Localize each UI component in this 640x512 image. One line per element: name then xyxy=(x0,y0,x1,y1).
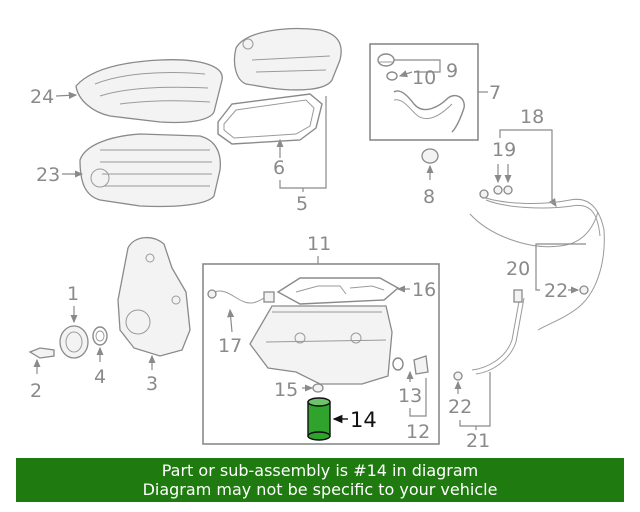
callout-22b: 22 xyxy=(448,396,472,418)
callout-14: 14 xyxy=(350,408,377,432)
bracket-21 xyxy=(459,372,491,427)
bracket-12 xyxy=(409,378,427,417)
callout-1: 1 xyxy=(67,283,79,305)
callout-18: 18 xyxy=(520,106,544,128)
balancer-part[interactable] xyxy=(59,325,89,359)
bracket-18 xyxy=(499,129,553,200)
valve-cover-gasket-part[interactable] xyxy=(217,93,323,145)
callout-2: 2 xyxy=(30,380,42,402)
plug-part[interactable] xyxy=(421,148,439,164)
intake-manifold-part[interactable] xyxy=(79,133,221,208)
pcv-hose-part[interactable] xyxy=(393,90,465,133)
bracket-20b xyxy=(535,268,540,291)
drain-plug-part[interactable] xyxy=(312,383,324,393)
dipstick-tube-part[interactable] xyxy=(469,185,605,331)
oil-level-sensor-part[interactable] xyxy=(207,289,275,304)
callout-24: 24 xyxy=(30,86,54,108)
callout-15: 15 xyxy=(274,379,298,401)
leader-18 xyxy=(549,198,557,207)
callout-10: 10 xyxy=(412,67,436,89)
valve-cover-part[interactable] xyxy=(233,27,342,91)
oil-pan-box xyxy=(202,263,440,445)
callout-7: 7 xyxy=(489,82,501,104)
callout-9: 9 xyxy=(446,60,458,82)
callout-21: 21 xyxy=(466,430,490,452)
bracket-20a xyxy=(535,243,586,268)
callout-19: 19 xyxy=(492,139,516,161)
pan-bolt-part[interactable] xyxy=(413,355,429,375)
leader-24 xyxy=(55,91,78,99)
pcv-cap-part[interactable] xyxy=(377,53,395,67)
oil-filter-part[interactable] xyxy=(307,397,331,441)
oil-pan-gasket-part[interactable] xyxy=(276,277,400,305)
callout-4: 4 xyxy=(94,366,106,388)
leader-17 xyxy=(227,308,235,333)
callout-13: 13 xyxy=(398,385,422,407)
callout-3: 3 xyxy=(146,373,158,395)
callout-12: 12 xyxy=(406,421,430,443)
banner-line-2: Diagram may not be specific to your vehi… xyxy=(142,480,498,499)
clip-part[interactable] xyxy=(579,285,589,295)
intake-cover-part[interactable] xyxy=(75,59,223,124)
callout-22a: 22 xyxy=(544,280,568,302)
callout-23: 23 xyxy=(36,164,60,186)
leader-10 xyxy=(398,70,413,78)
info-banner: Part or sub-assembly is #14 in diagram D… xyxy=(16,458,624,502)
callout-20: 20 xyxy=(506,258,530,280)
bolt-part[interactable] xyxy=(28,347,55,359)
seal-part[interactable] xyxy=(92,326,108,346)
pcv-seal-part[interactable] xyxy=(386,71,398,81)
callout-16: 16 xyxy=(412,279,436,301)
callout-17: 17 xyxy=(218,335,242,357)
callout-5: 5 xyxy=(296,193,308,215)
callout-6: 6 xyxy=(273,157,285,179)
banner-line-1: Part or sub-assembly is #14 in diagram xyxy=(161,461,479,480)
callout-8: 8 xyxy=(423,186,435,208)
oil-pan-part[interactable] xyxy=(249,305,393,385)
washer-part[interactable] xyxy=(392,357,404,371)
dipstick-clip-part[interactable] xyxy=(453,371,463,381)
front-cover-part[interactable] xyxy=(117,237,191,357)
dipstick-part[interactable] xyxy=(471,289,525,375)
callout-11: 11 xyxy=(307,233,331,255)
bracket-9-10 xyxy=(394,59,441,73)
